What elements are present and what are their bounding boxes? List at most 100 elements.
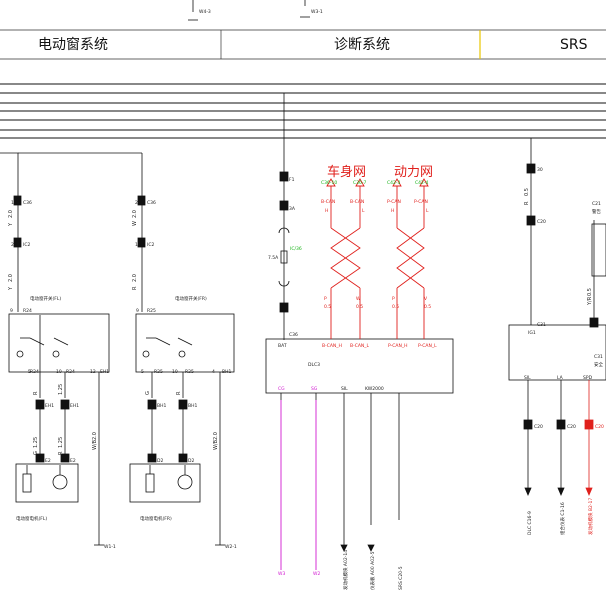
svg-text:R24: R24 [66, 369, 75, 375]
svg-text:C20: C20 [567, 424, 576, 430]
svg-text:R: R [132, 286, 138, 290]
header-diagnostic-system: 诊断系统 [334, 37, 390, 53]
svg-text:R: R [524, 201, 530, 205]
svg-text:BH1: BH1 [157, 403, 166, 409]
ground-wires-magenta [280, 400, 317, 570]
svg-text:C31: C31 [537, 322, 546, 328]
svg-text:L: L [362, 208, 365, 214]
svg-text:3A: 3A [289, 206, 296, 212]
svg-text:W: W [132, 221, 138, 226]
svg-text:组合仪表 C1-16: 组合仪表 C1-16 [559, 502, 566, 535]
svg-text:2: 2 [135, 200, 138, 206]
svg-text:SIL: SIL [341, 386, 348, 392]
dlc3-label: DLC3 [308, 362, 320, 368]
svg-text:2.0: 2.0 [8, 274, 14, 282]
power-bus [0, 83, 606, 139]
network-power: 动力网 [394, 165, 433, 180]
svg-text:1.25: 1.25 [58, 437, 64, 448]
svg-text:C36-7: C36-7 [353, 180, 366, 186]
fr-motor-label: 电动窗电机(FR) [140, 515, 172, 522]
svg-text:2.0: 2.0 [132, 210, 138, 218]
svg-text:9: 9 [136, 308, 139, 314]
svg-text:9: 9 [10, 308, 13, 314]
svg-text:R24: R24 [23, 308, 32, 314]
diagnostic-circuit [265, 93, 454, 552]
svg-text:EH1: EH1 [45, 403, 54, 409]
svg-text:C42-4: C42-4 [415, 180, 428, 186]
fl-switch-label: 电动窗开关(FL) [30, 295, 61, 302]
svg-text:警告: 警告 [592, 208, 601, 215]
svg-text:EH1: EH1 [70, 403, 79, 409]
svg-text:0.5: 0.5 [524, 188, 530, 196]
svg-text:安全: 安全 [594, 361, 603, 368]
svg-text:W/B: W/B [213, 439, 219, 450]
svg-text:Y: Y [8, 286, 14, 291]
svg-text:R: R [58, 451, 64, 455]
svg-text:CG: CG [278, 386, 285, 392]
fuse-rating: 7.5A [268, 255, 279, 261]
marker-w3-1: W3-1 [311, 9, 323, 15]
svg-text:EH1: EH1 [100, 369, 109, 375]
svg-text:1.25: 1.25 [58, 384, 64, 395]
svg-text:R: R [33, 391, 39, 395]
svg-text:0.5: 0.5 [587, 288, 593, 296]
svg-text:10: 10 [56, 369, 62, 375]
svg-text:R25: R25 [185, 369, 194, 375]
svg-text:C36: C36 [147, 200, 156, 206]
svg-text:H: H [391, 208, 394, 214]
svg-text:W: W [356, 296, 361, 302]
svg-text:2.0: 2.0 [8, 210, 14, 218]
svg-text:D2: D2 [188, 458, 194, 464]
svg-text:SPD: SPD [583, 375, 593, 381]
svg-text:2.0: 2.0 [213, 432, 219, 440]
header-band [0, 29, 606, 60]
svg-text:B-CAN_L: B-CAN_L [350, 343, 370, 349]
svg-text:P-CAN_L: P-CAN_L [418, 343, 437, 349]
fr-window-circuit [18, 152, 235, 546]
svg-text:DLC C16-9: DLC C16-9 [527, 511, 533, 535]
can-bus [326, 178, 429, 339]
svg-text:W3: W3 [278, 571, 285, 577]
top-stubs [188, 0, 310, 21]
fl-ground-label: W1-1 [104, 544, 116, 550]
svg-text:P-CAN: P-CAN [414, 199, 428, 205]
svg-text:Y/R: Y/R [587, 296, 593, 306]
svg-text:H: H [325, 208, 328, 214]
svg-text:BH1: BH1 [188, 403, 197, 409]
svg-text:W/B: W/B [92, 439, 98, 450]
svg-text:B-CAN_H: B-CAN_H [322, 343, 342, 349]
svg-text:4: 4 [212, 369, 215, 375]
svg-text:C20: C20 [595, 424, 604, 430]
svg-text:Y: Y [8, 222, 14, 227]
svg-text:1: 1 [135, 242, 138, 248]
svg-text:R25: R25 [147, 308, 156, 314]
svg-text:B-CAN: B-CAN [350, 199, 364, 205]
svg-text:SRS C20-5: SRS C20-5 [398, 566, 404, 590]
header-window-system: 电动窗系统 [38, 36, 108, 53]
svg-text:2: 2 [11, 242, 14, 248]
svg-text:10: 10 [172, 369, 178, 375]
svg-text:30: 30 [537, 167, 543, 173]
svg-text:1: 1 [11, 200, 14, 206]
svg-text:V: V [424, 296, 428, 302]
fr-ground-label: W2-1 [225, 544, 237, 550]
fl-labels: 1 C36 IC2 2 9 R24 5 R24 10 R24 12 EH1 EH… [8, 200, 116, 550]
svg-text:LA: LA [557, 375, 564, 381]
svg-text:发动机模块 B2-17: 发动机模块 B2-17 [587, 498, 594, 535]
svg-text:P-CAN: P-CAN [387, 199, 401, 205]
svg-text:E2: E2 [45, 458, 51, 464]
svg-text:W2: W2 [313, 571, 320, 577]
svg-text:KW2000: KW2000 [365, 386, 384, 392]
svg-text:R25: R25 [154, 369, 163, 375]
svg-text:L: L [426, 208, 429, 214]
svg-text:仪表板 A00 A02-5: 仪表板 A00 A02-5 [369, 551, 376, 590]
svg-text:G: G [33, 451, 39, 455]
svg-text:P: P [324, 296, 327, 302]
svg-text:C36: C36 [289, 332, 298, 338]
svg-text:C42-3: C42-3 [387, 180, 400, 186]
svg-text:1.25: 1.25 [33, 437, 39, 448]
svg-text:C20: C20 [537, 219, 546, 225]
svg-text:P: P [392, 296, 395, 302]
svg-text:R24: R24 [30, 369, 39, 375]
fl-window-circuit [0, 152, 110, 546]
